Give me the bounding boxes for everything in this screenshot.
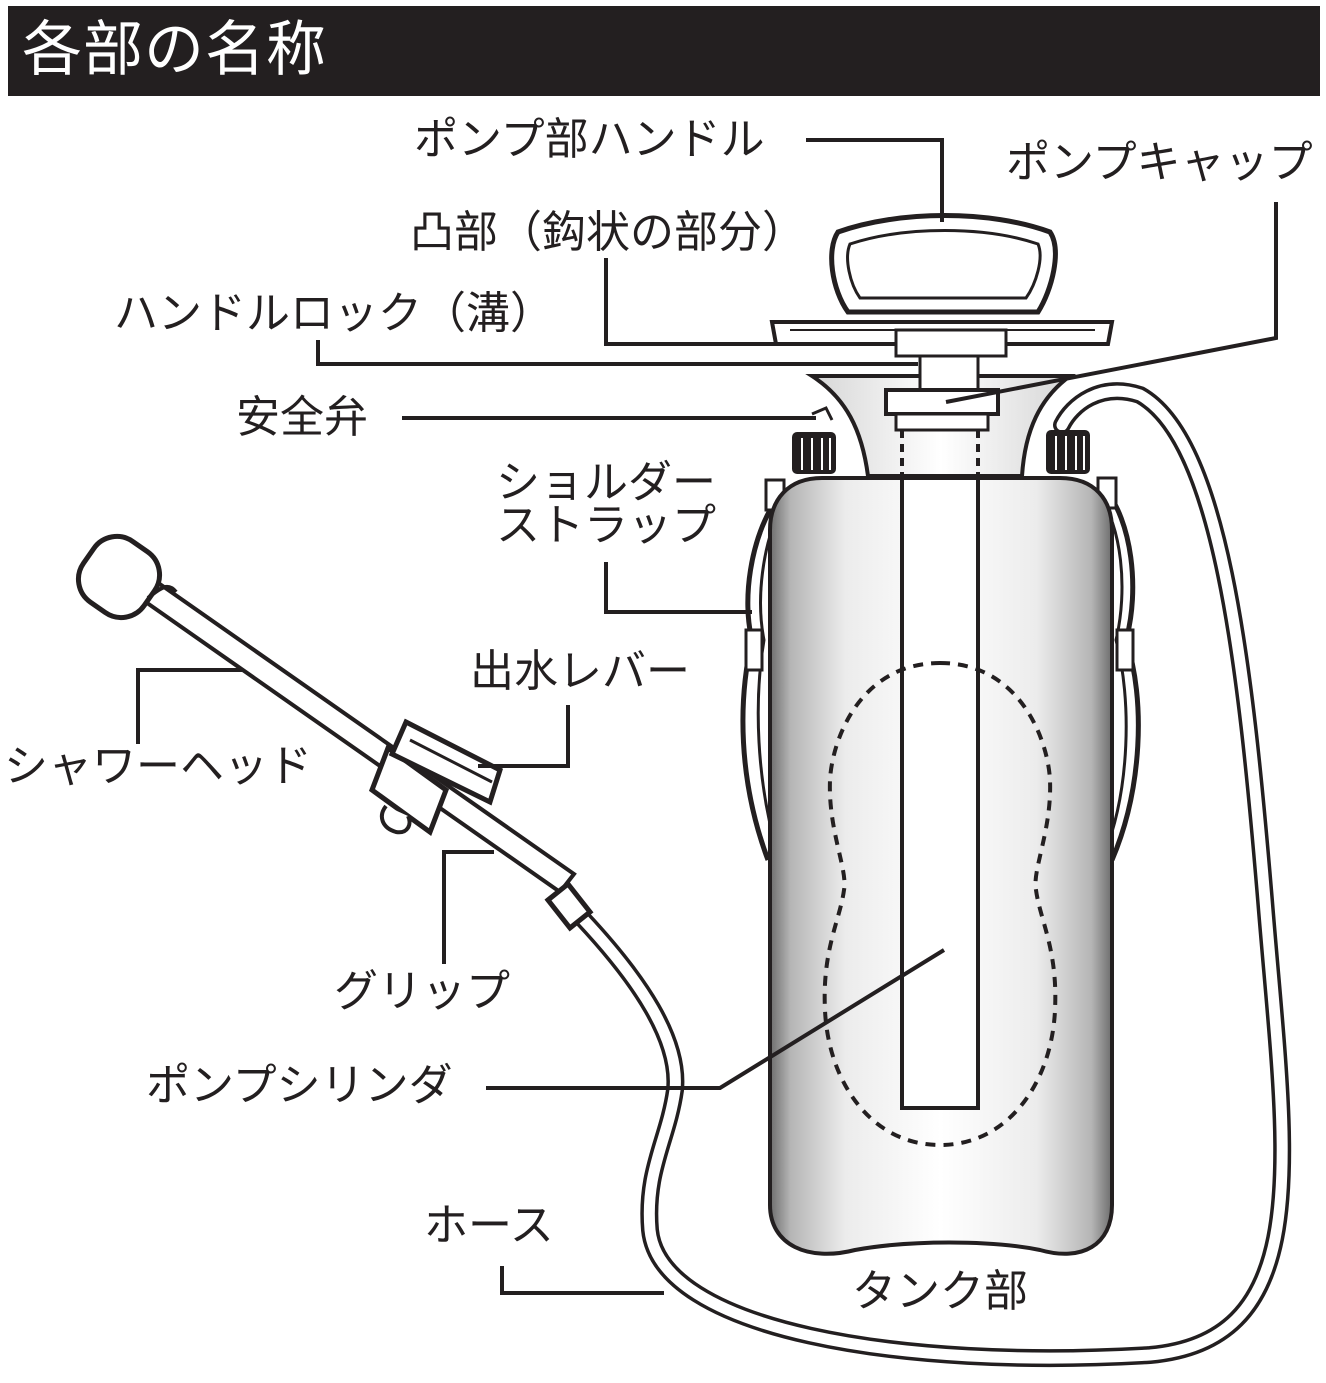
label-water-lever: 出水レバー [470, 646, 690, 697]
label-handle-lock: ハンドルロック（溝） [114, 288, 554, 339]
label-shower-head: シャワーヘッド [4, 741, 312, 792]
label-hook: 凸部（鈎状の部分） [410, 207, 806, 258]
header-bar: 各部の名称 [8, 6, 1320, 96]
label-hose: ホース [424, 1200, 554, 1251]
label-grip: グリップ [334, 966, 510, 1017]
pump-cylinder [900, 476, 980, 1110]
water-lever [388, 718, 504, 806]
label-pump-cap: ポンプキャップ [1006, 137, 1313, 188]
label-pump-cylinder: ポンプシリンダ [146, 1060, 453, 1111]
page-title: 各部の名称 [22, 15, 327, 85]
label-pump-handle: ポンプ部ハンドル [414, 114, 765, 165]
label-tank: タンク部 [852, 1266, 1028, 1317]
label-shoulder-strap-2: ストラップ [496, 500, 716, 551]
leader-lines [136, 138, 1278, 1295]
label-shoulder-strap-1: ショルダー [496, 457, 716, 508]
safety-valve [811, 406, 834, 421]
label-safety-valve: 安全弁 [236, 392, 368, 443]
grip [368, 744, 450, 836]
pump-handle [829, 213, 1058, 315]
spray-wand [137, 577, 577, 895]
